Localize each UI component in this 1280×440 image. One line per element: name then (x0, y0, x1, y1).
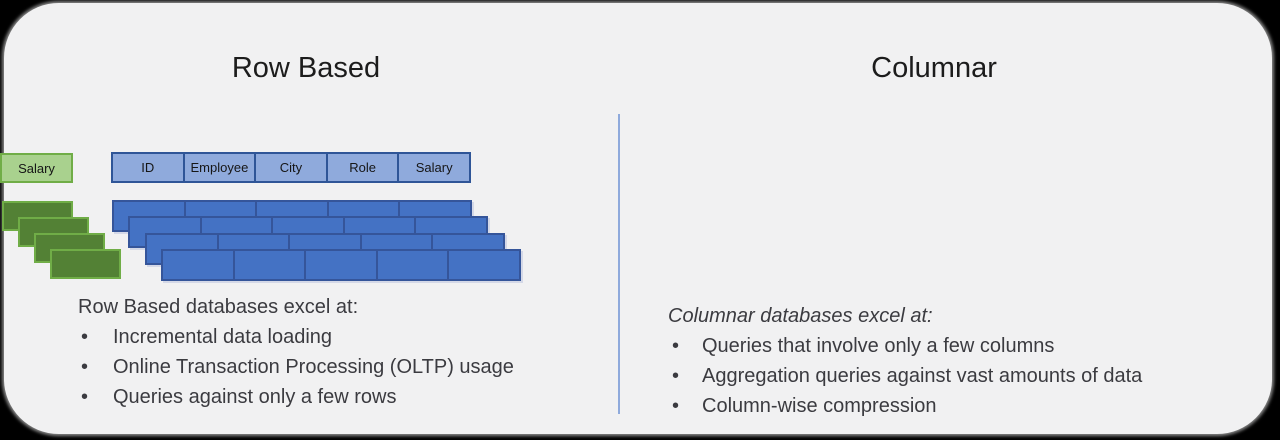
benefit-text: Aggregation queries against vast amounts… (702, 365, 1143, 387)
columnar-title: Columnar (871, 52, 997, 84)
header-cell-role: Role (325, 154, 398, 181)
benefit-item: • Incremental data loading (78, 322, 608, 352)
header-cell-salary: Salary (397, 154, 469, 181)
row-benefits-list: • Incremental data loading • Online Tran… (78, 322, 608, 412)
row-record (161, 249, 521, 281)
benefit-text: Column-wise compression (702, 395, 937, 417)
benefit-item: • Online Transaction Processing (OLTP) u… (78, 352, 608, 382)
column-value-box (50, 249, 121, 279)
row-based-benefits: Row Based databases excel at: • Incremen… (78, 292, 608, 412)
header-cell-id: ID (141, 160, 155, 175)
column-header: Salary (0, 153, 73, 183)
benefit-item: • Queries that involve only a few column… (668, 331, 1228, 361)
bullet-icon: • (672, 335, 680, 357)
benefit-item: • Aggregation queries against vast amoun… (668, 361, 1228, 391)
row-based-title: Row Based (231, 52, 381, 84)
benefit-text: Queries against only a few rows (113, 386, 397, 408)
benefit-text: Queries that involve only a few columns (702, 335, 1055, 357)
bullet-icon: • (672, 395, 680, 417)
bullet-icon: • (672, 365, 680, 387)
row-table-header: ID Employee City Role Salary (111, 152, 471, 183)
benefit-item: • Queries against only a few rows (78, 382, 608, 412)
bullet-icon: • (81, 386, 89, 408)
columnar-benefits-heading: Columnar databases excel at: (668, 305, 933, 327)
benefit-item: • Column-wise compression (668, 391, 1228, 421)
columnar-benefits: Columnar databases excel at: • Queries t… (668, 301, 1228, 421)
bullet-icon: • (81, 326, 89, 348)
column-group-salary: Salary (0, 153, 140, 293)
benefit-text: Online Transaction Processing (OLTP) usa… (113, 356, 514, 378)
divider-line (618, 114, 620, 414)
header-cell-city: City (254, 154, 326, 181)
header-cell-employee: Employee (182, 154, 255, 181)
benefit-text: Incremental data loading (113, 326, 333, 348)
columnar-benefits-list: • Queries that involve only a few column… (668, 331, 1228, 421)
bullet-icon: • (81, 356, 89, 378)
row-benefits-heading: Row Based databases excel at: (78, 296, 359, 318)
